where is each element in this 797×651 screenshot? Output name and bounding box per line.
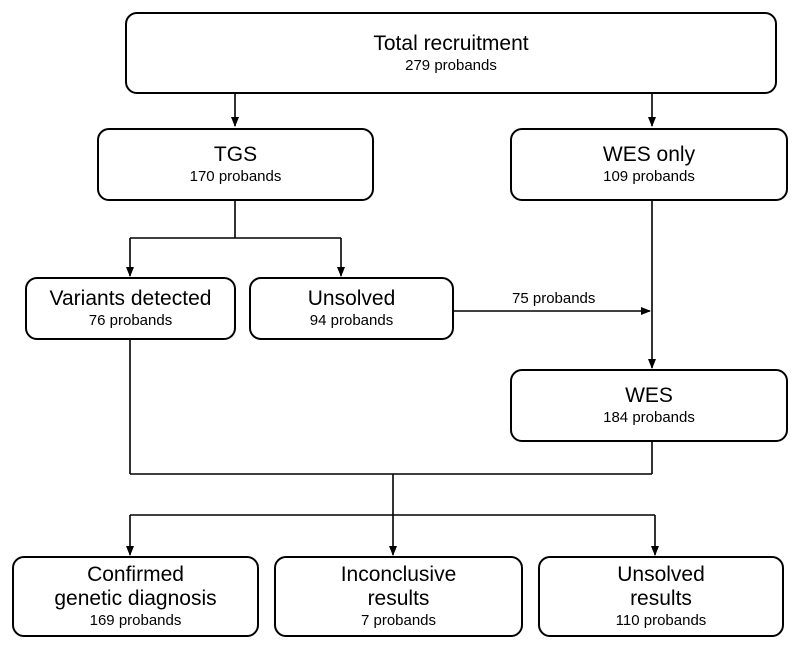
variants-detected-title: Variants detected [49,287,212,310]
variants-detected-box: Variants detected 76 probands [25,277,236,340]
inconclusive-title-line2: results [367,587,430,610]
confirmed-title-line2: genetic diagnosis [54,587,217,610]
variants-detected-count: 76 probands [88,312,173,329]
wes-only-box: WES only 109 probands [510,128,788,201]
total-recruitment-count: 279 probands [405,56,497,74]
inconclusive-results-box: Inconclusive results 7 probands [274,556,523,637]
wes-title: WES [625,384,673,407]
tgs-count: 170 probands [189,168,282,185]
unsolved-to-wes-label: 75 probands [512,290,596,307]
tgs-title: TGS [213,143,258,166]
inconclusive-title-line1: Inconclusive [340,563,457,586]
confirmed-count: 169 probands [89,612,182,629]
tgs-box: TGS 170 probands [97,128,374,201]
unsolved-results-box: Unsolved results 110 probands [538,556,784,637]
wes-only-count: 109 probands [603,168,695,185]
confirmed-title-line1: Confirmed [87,563,184,586]
unsolved-title: Unsolved [307,287,396,310]
wes-only-title: WES only [602,143,696,166]
total-recruitment-box: Total recruitment 279 probands [125,12,777,94]
unsolved-results-title-line2: results [630,587,692,610]
wes-count: 184 probands [603,409,695,426]
wes-box: WES 184 probands [510,369,788,442]
confirmed-diagnosis-box: Confirmed genetic diagnosis 169 probands [12,556,259,637]
unsolved-results-count: 110 probands [615,612,707,629]
inconclusive-count: 7 probands [360,612,437,629]
total-recruitment-title: Total recruitment [373,31,529,55]
unsolved-count: 94 probands [309,312,394,329]
unsolved-box: Unsolved 94 probands [249,277,454,340]
unsolved-results-title-line1: Unsolved [617,563,705,586]
